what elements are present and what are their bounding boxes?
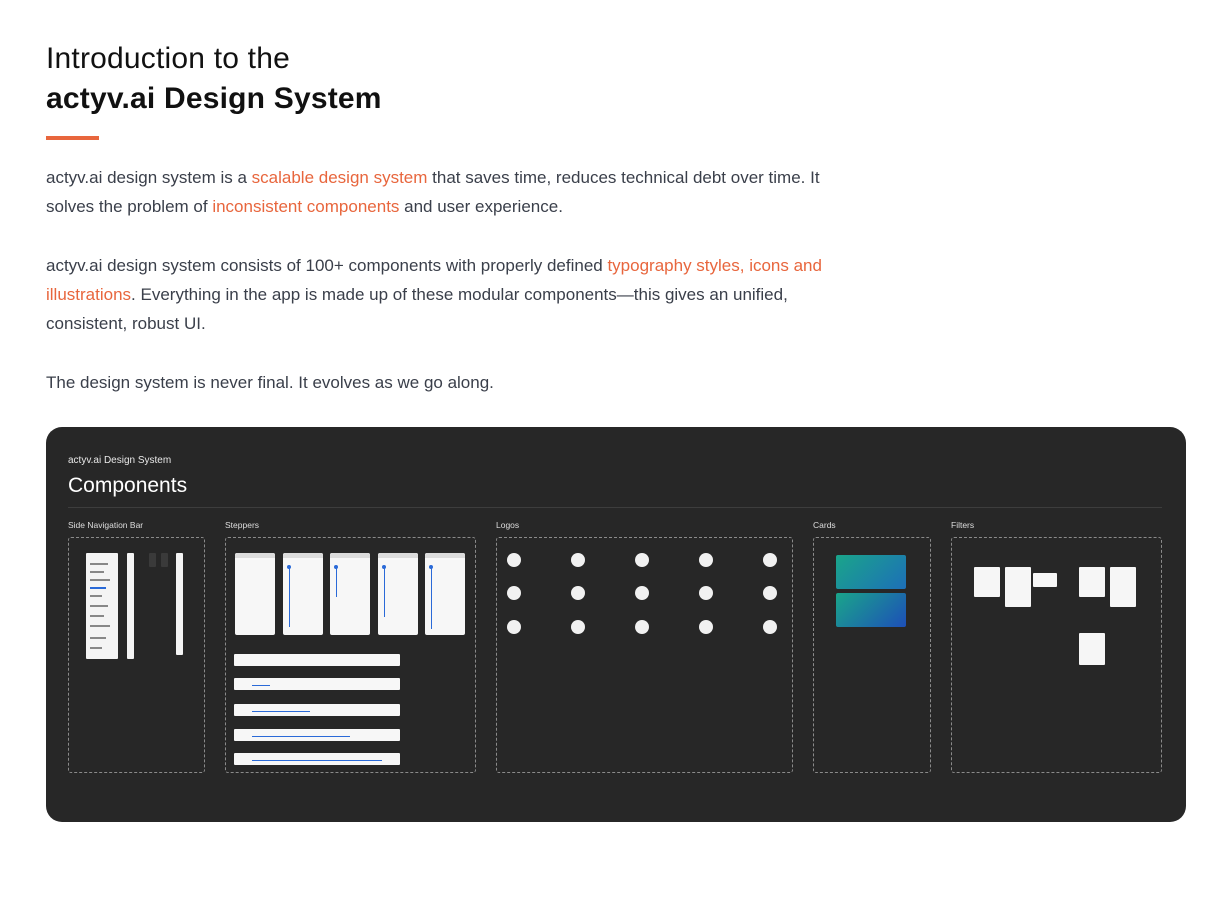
side-nav-preview-dark-a — [149, 553, 156, 567]
p1-text-1: actyv.ai design system is a — [46, 168, 252, 187]
section-box-steppers — [225, 537, 476, 773]
page-heading: Introduction to the actyv.ai Design Syst… — [46, 40, 382, 120]
intro-paragraph-1: actyv.ai design system is a scalable des… — [46, 163, 846, 221]
logo-icon-15 — [763, 620, 777, 634]
components-preview-panel: actyv.ai Design System Components Side N… — [46, 427, 1186, 822]
stepper-horizontal-4 — [234, 729, 400, 741]
p1-text-2: that saves time, reduces technical debt … — [46, 168, 820, 216]
filter-preview-1 — [974, 567, 1000, 597]
section-box-cards — [813, 537, 931, 773]
side-nav-preview-expanded — [86, 553, 118, 659]
p1-highlight-inconsistent: inconsistent components — [212, 197, 400, 216]
logo-icon-10 — [763, 586, 777, 600]
logo-icon-8 — [635, 586, 649, 600]
intro-paragraph-3: The design system is never final. It evo… — [46, 368, 846, 397]
logo-icon-5 — [763, 553, 777, 567]
filter-preview-4 — [1079, 567, 1105, 597]
p1-highlight-scalable: scalable design system — [251, 168, 428, 187]
stepper-horizontal-2 — [234, 678, 400, 690]
p2-highlight-typography: typography styles, icons and illustratio… — [46, 256, 822, 304]
section-box-side-nav — [68, 537, 205, 773]
card-preview-1 — [836, 555, 906, 589]
section-label-steppers: Steppers — [225, 520, 260, 530]
side-nav-preview-icons — [176, 553, 183, 655]
heading-line-2: actyv.ai Design System — [46, 82, 382, 115]
filter-preview-6 — [1079, 633, 1105, 665]
logo-icon-14 — [699, 620, 713, 634]
stepper-horizontal-3 — [234, 704, 400, 716]
logo-icon-6 — [507, 586, 521, 600]
side-nav-preview-dark-b — [161, 553, 168, 567]
section-label-cards: Cards — [813, 520, 836, 530]
side-nav-preview-collapsed — [127, 553, 134, 659]
section-box-logos — [496, 537, 793, 773]
heading-line-1: Introduction to the — [46, 42, 290, 75]
logo-icon-4 — [699, 553, 713, 567]
logo-icon-3 — [635, 553, 649, 567]
panel-divider — [68, 507, 1162, 508]
filter-preview-2 — [1005, 567, 1031, 607]
stepper-horizontal-5 — [234, 753, 400, 765]
section-box-filters — [951, 537, 1162, 773]
intro-paragraph-2: actyv.ai design system consists of 100+ … — [46, 251, 846, 338]
panel-title: Components — [68, 474, 188, 497]
stepper-horizontal-1 — [234, 654, 400, 666]
logo-icon-7 — [571, 586, 585, 600]
filter-preview-3 — [1033, 573, 1057, 587]
p2-text-2: . Everything in the app is made up of th… — [46, 285, 788, 333]
logo-icon-9 — [699, 586, 713, 600]
heading-accent-bar — [46, 136, 99, 140]
logo-icon-13 — [635, 620, 649, 634]
stepper-card-1 — [235, 553, 275, 635]
p2-text-1: actyv.ai design system consists of 100+ … — [46, 256, 608, 275]
section-label-logos: Logos — [496, 520, 520, 530]
p1-text-3: and user experience. — [399, 197, 563, 216]
logo-icon-12 — [571, 620, 585, 634]
logo-icon-2 — [571, 553, 585, 567]
panel-subtitle: actyv.ai Design System — [68, 455, 172, 466]
card-preview-2 — [836, 593, 906, 627]
filter-preview-5 — [1110, 567, 1136, 607]
p3-text-1: The design system is never final. It evo… — [46, 373, 494, 392]
section-label-side-nav: Side Navigation Bar — [68, 520, 144, 530]
section-label-filters: Filters — [951, 520, 975, 530]
logo-icon-1 — [507, 553, 521, 567]
logo-icon-11 — [507, 620, 521, 634]
